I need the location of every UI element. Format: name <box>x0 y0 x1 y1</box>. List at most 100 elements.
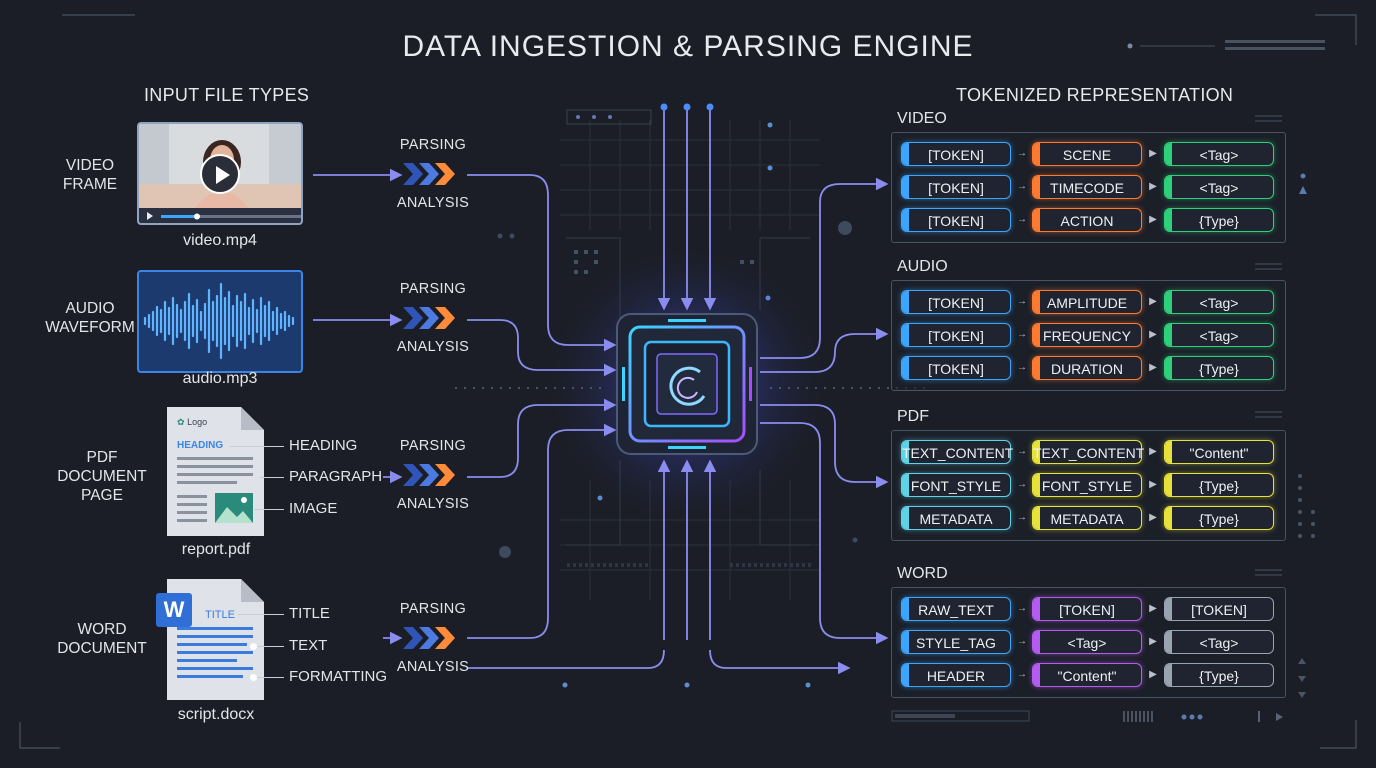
token-pill-pdf-0-2[interactable]: "Content" <box>1164 440 1274 464</box>
token-pill-video-0-2[interactable]: <Tag> <box>1164 142 1274 166</box>
token-pill-video-0-0[interactable]: [TOKEN] <box>901 142 1011 166</box>
pdf-page-thumbnail[interactable]: ✿ Logo HEADING <box>167 407 264 536</box>
token-pill-word-2-1[interactable]: "Content" <box>1032 663 1142 687</box>
token-pill-word-1-1[interactable]: <Tag> <box>1032 630 1142 654</box>
word-callout-formatting: FORMATTING <box>289 668 388 685</box>
token-pill-video-2-1[interactable]: ACTION <box>1032 208 1142 232</box>
pdf-callout-heading: HEADING <box>289 437 358 454</box>
token-pill-video-2-2[interactable]: {Type} <box>1164 208 1274 232</box>
word-title-text: TITLE <box>205 609 235 621</box>
parsing-label: PARSING <box>399 438 467 454</box>
arrow-right-icon: → <box>1017 148 1027 159</box>
token-pill-video-0-1[interactable]: SCENE <box>1032 142 1142 166</box>
video-frame-thumbnail[interactable] <box>137 122 303 225</box>
word-callout-title: TITLE <box>289 605 330 622</box>
title-callout-line <box>238 614 284 615</box>
arrow-right-icon: ▶ <box>1149 669 1157 680</box>
token-pill-text: <Tag> <box>1199 635 1239 651</box>
gear-icon: ✿ <box>177 417 185 427</box>
token-pill-word-0-0[interactable]: RAW_TEXT <box>901 597 1011 621</box>
token-pill-audio-0-1[interactable]: AMPLITUDE <box>1032 290 1142 314</box>
token-pill-text: DURATION <box>1050 361 1124 377</box>
chevron-arrows-icon <box>403 307 455 329</box>
token-pill-word-2-2[interactable]: {Type} <box>1164 663 1274 687</box>
token-pill-pdf-2-1[interactable]: METADATA <box>1032 506 1142 530</box>
token-pill-pdf-1-1[interactable]: FONT_STYLE <box>1032 473 1142 497</box>
arrow-right-icon: → <box>1017 181 1027 192</box>
token-pill-text: [TOKEN] <box>928 328 984 344</box>
token-pill-pdf-2-0[interactable]: METADATA <box>901 506 1011 530</box>
group-title-audio: AUDIO <box>897 258 948 275</box>
token-pill-text: FREQUENCY <box>1043 328 1131 344</box>
arrow-right-icon: ▶ <box>1149 479 1157 490</box>
play-icon[interactable] <box>200 154 240 194</box>
token-pill-pdf-0-1[interactable]: TEXT_CONTENT <box>1032 440 1145 464</box>
token-pill-text: <Tag> <box>1199 295 1239 311</box>
token-pill-text: {Type} <box>1199 478 1239 494</box>
token-pill-audio-2-1[interactable]: DURATION <box>1032 356 1142 380</box>
analysis-label: ANALYSIS <box>396 339 470 355</box>
token-pill-pdf-2-2[interactable]: {Type} <box>1164 506 1274 530</box>
parsing-label: PARSING <box>399 601 467 617</box>
heading-callout-line <box>230 446 284 447</box>
formatting-callout-dot <box>250 674 257 681</box>
token-pill-text: [TOKEN] <box>928 213 984 229</box>
token-pill-text: [TOKEN] <box>928 295 984 311</box>
chevron-arrows-icon <box>403 464 455 486</box>
token-pill-word-0-2[interactable]: [TOKEN] <box>1164 597 1274 621</box>
token-pill-text: TEXT_CONTENT <box>1033 445 1145 461</box>
arrow-right-icon: ▶ <box>1149 636 1157 647</box>
token-pill-audio-2-0[interactable]: [TOKEN] <box>901 356 1011 380</box>
group-title-pdf: PDF <box>897 408 929 425</box>
token-pill-text: "Content" <box>1189 445 1249 461</box>
token-pill-audio-1-1[interactable]: FREQUENCY <box>1032 323 1142 347</box>
token-pill-audio-1-2[interactable]: <Tag> <box>1164 323 1274 347</box>
arrow-right-icon: ▶ <box>1149 329 1157 340</box>
token-pill-video-1-1[interactable]: TIMECODE <box>1032 175 1142 199</box>
group-title-word: WORD <box>897 565 948 582</box>
processing-core-chip <box>616 313 758 455</box>
token-pill-text: {Type} <box>1199 511 1239 527</box>
paragraph-callout-line <box>260 477 284 478</box>
video-file-name: video.mp4 <box>183 232 257 249</box>
arrow-right-icon: ▶ <box>1149 362 1157 373</box>
token-pill-text: FONT_STYLE <box>910 478 1002 494</box>
token-pill-pdf-1-2[interactable]: {Type} <box>1164 473 1274 497</box>
arrow-right-icon: ▶ <box>1149 181 1157 192</box>
token-pill-text: <Tag> <box>1199 180 1239 196</box>
token-pill-video-1-0[interactable]: [TOKEN] <box>901 175 1011 199</box>
token-pill-text: [TOKEN] <box>1191 602 1247 618</box>
token-pill-text: {Type} <box>1199 213 1239 229</box>
token-pill-audio-0-2[interactable]: <Tag> <box>1164 290 1274 314</box>
token-pill-audio-1-0[interactable]: [TOKEN] <box>901 323 1011 347</box>
token-pill-text: <Tag> <box>1199 147 1239 163</box>
token-pill-text: {Type} <box>1199 668 1239 684</box>
pdf-logo: ✿ Logo <box>177 417 208 427</box>
token-pill-pdf-0-0[interactable]: TEXT_CONTENT <box>901 440 1013 464</box>
token-pill-audio-0-0[interactable]: [TOKEN] <box>901 290 1011 314</box>
chevron-arrows-icon <box>403 627 455 649</box>
text-callout-dot <box>250 643 257 650</box>
token-pill-word-2-0[interactable]: HEADER <box>901 663 1011 687</box>
token-pill-word-0-1[interactable]: [TOKEN] <box>1032 597 1142 621</box>
token-pill-audio-2-2[interactable]: {Type} <box>1164 356 1274 380</box>
word-document-thumbnail[interactable]: W TITLE <box>156 579 264 700</box>
token-pill-text: [TOKEN] <box>928 180 984 196</box>
arrow-right-icon: → <box>1017 296 1027 307</box>
audio-waveform-thumbnail[interactable] <box>137 270 303 373</box>
token-pill-text: <Tag> <box>1067 635 1107 651</box>
token-pill-word-1-2[interactable]: <Tag> <box>1164 630 1274 654</box>
token-pill-word-1-0[interactable]: STYLE_TAG <box>901 630 1011 654</box>
token-pill-pdf-1-0[interactable]: FONT_STYLE <box>901 473 1011 497</box>
token-pill-text: RAW_TEXT <box>918 602 994 618</box>
left-section-heading: INPUT FILE TYPES <box>144 85 310 105</box>
arrow-right-icon: → <box>1017 669 1027 680</box>
token-pill-video-1-2[interactable]: <Tag> <box>1164 175 1274 199</box>
word-callout-text: TEXT <box>289 637 328 654</box>
token-pill-video-2-0[interactable]: [TOKEN] <box>901 208 1011 232</box>
analysis-label: ANALYSIS <box>396 195 470 211</box>
token-pill-text: STYLE_TAG <box>916 635 996 651</box>
